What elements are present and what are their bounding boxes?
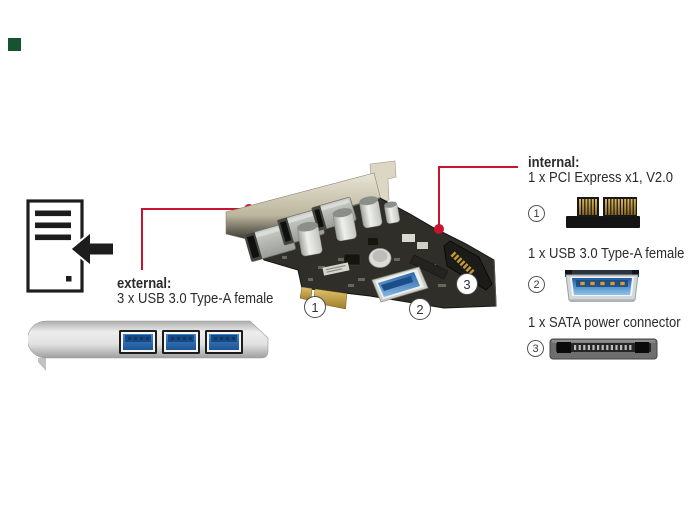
external-label: external: 3 x USB 3.0 Type-A female: [117, 276, 273, 306]
internal-item-3-label: 1 x SATA power connector: [528, 314, 681, 331]
legend-marker-1-number: 1: [533, 207, 540, 220]
capacitor-top-view: [368, 248, 392, 268]
internal-usb3-port: [371, 266, 429, 303]
callout-line-external: [141, 208, 245, 210]
callout-dot-internal: [434, 224, 444, 234]
callout-line-internal: [438, 166, 518, 168]
component-white-2: [417, 242, 428, 249]
internal-label: internal: 1 x PCI Express x1, V2.0: [528, 155, 673, 185]
component-white-1: [402, 234, 415, 242]
usb-port-1: [119, 330, 157, 354]
legend-marker-2: 2: [528, 276, 545, 293]
callout-line-internal-vertical: [438, 166, 440, 230]
sata-power-connector-icon: [549, 338, 658, 360]
pcie-x1-edge-connector-icon: [566, 197, 640, 228]
sata-connector-on-card: [443, 240, 493, 291]
pc-tower-insert-arrow-icon: [26, 199, 115, 293]
external-detail: 3 x USB 3.0 Type-A female: [117, 290, 274, 308]
internal-item-1-label: 1 x PCI Express x1, V2.0: [528, 169, 674, 187]
usb3-bracket-image: [28, 320, 269, 371]
green-corner-marker: [8, 38, 21, 51]
card-marker-1: 1: [304, 296, 326, 318]
capacitor-1: [297, 221, 323, 257]
external-heading: external:: [117, 275, 172, 292]
internal-item-3: 1 x SATA power connector: [528, 315, 681, 330]
capacitor-4: [384, 201, 400, 224]
card-marker-2-number: 2: [416, 301, 424, 317]
label-sticker: [322, 262, 350, 276]
legend-marker-2-number: 2: [533, 278, 540, 291]
card-marker-3: 3: [456, 273, 478, 295]
legend-marker-3: 3: [527, 340, 544, 357]
callout-line-external-vertical: [141, 208, 143, 270]
bracket-foot-tab: [38, 358, 46, 371]
usb3-type-a-port-icon: [565, 270, 639, 302]
internal-heading: internal:: [528, 154, 580, 171]
card-marker-1-number: 1: [311, 299, 319, 315]
ic-chip-small: [368, 238, 378, 245]
capacitor-2: [332, 208, 357, 242]
usb-port-3: [205, 330, 243, 354]
internal-item-2-label: 1 x USB 3.0 Type-A female: [528, 245, 685, 262]
capacitor-3: [359, 196, 383, 229]
ic-chip: [343, 253, 361, 266]
internal-item-2: 1 x USB 3.0 Type-A female: [528, 246, 684, 261]
usb-port-2: [162, 330, 200, 354]
card-marker-3-number: 3: [463, 276, 471, 292]
legend-marker-1: 1: [528, 205, 545, 222]
card-marker-2: 2: [409, 298, 431, 320]
pcie-card-image: [225, 160, 497, 310]
legend-marker-3-number: 3: [532, 342, 539, 355]
internal-header: [409, 254, 449, 280]
